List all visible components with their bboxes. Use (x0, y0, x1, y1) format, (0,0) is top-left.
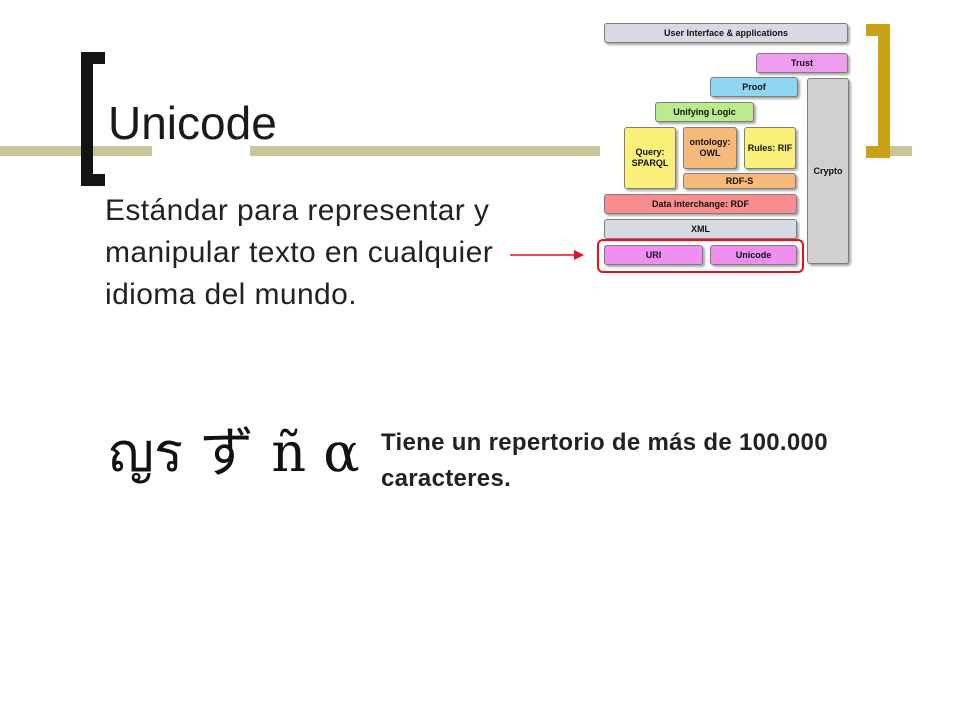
layer-rules-rif: Rules: RIF (744, 127, 796, 169)
decor-bar-right (250, 146, 600, 156)
layer-trust: Trust (756, 53, 848, 73)
layer-rdf-s: RDF-S (683, 173, 796, 189)
right-bracket (866, 24, 890, 158)
decor-bar-far-right (870, 146, 912, 156)
layer-xml: XML (604, 219, 797, 239)
layer-uri: URI (604, 245, 703, 265)
description-text: Estándar para representar y manipular te… (105, 194, 494, 311)
pointer-arrow (510, 250, 584, 260)
layer-unicode: Unicode (710, 245, 797, 265)
highlight-box (597, 239, 804, 273)
layer-query-sparql: Query: SPARQL (624, 127, 676, 189)
layer-unifying-logic: Unifying Logic (655, 102, 754, 122)
layer-user-interface: User Interface & applications (604, 23, 848, 43)
layer-proof: Proof (710, 77, 798, 97)
slide-title: Unicode (108, 97, 277, 149)
unicode-glyph-sample: ญร ず ñ α (108, 421, 360, 484)
layer-crypto: Crypto (807, 78, 849, 264)
left-bracket (81, 52, 105, 186)
decor-bar-left (0, 146, 152, 156)
semantic-web-stack-diagram: User Interface & applications Trust Proo… (592, 18, 862, 278)
repertoire-text: Tiene un repertorio de más de 100.000 ca… (381, 429, 828, 492)
layer-rdf: Data interchange: RDF (604, 194, 797, 214)
layer-ontology-owl: ontology: OWL (683, 127, 737, 169)
